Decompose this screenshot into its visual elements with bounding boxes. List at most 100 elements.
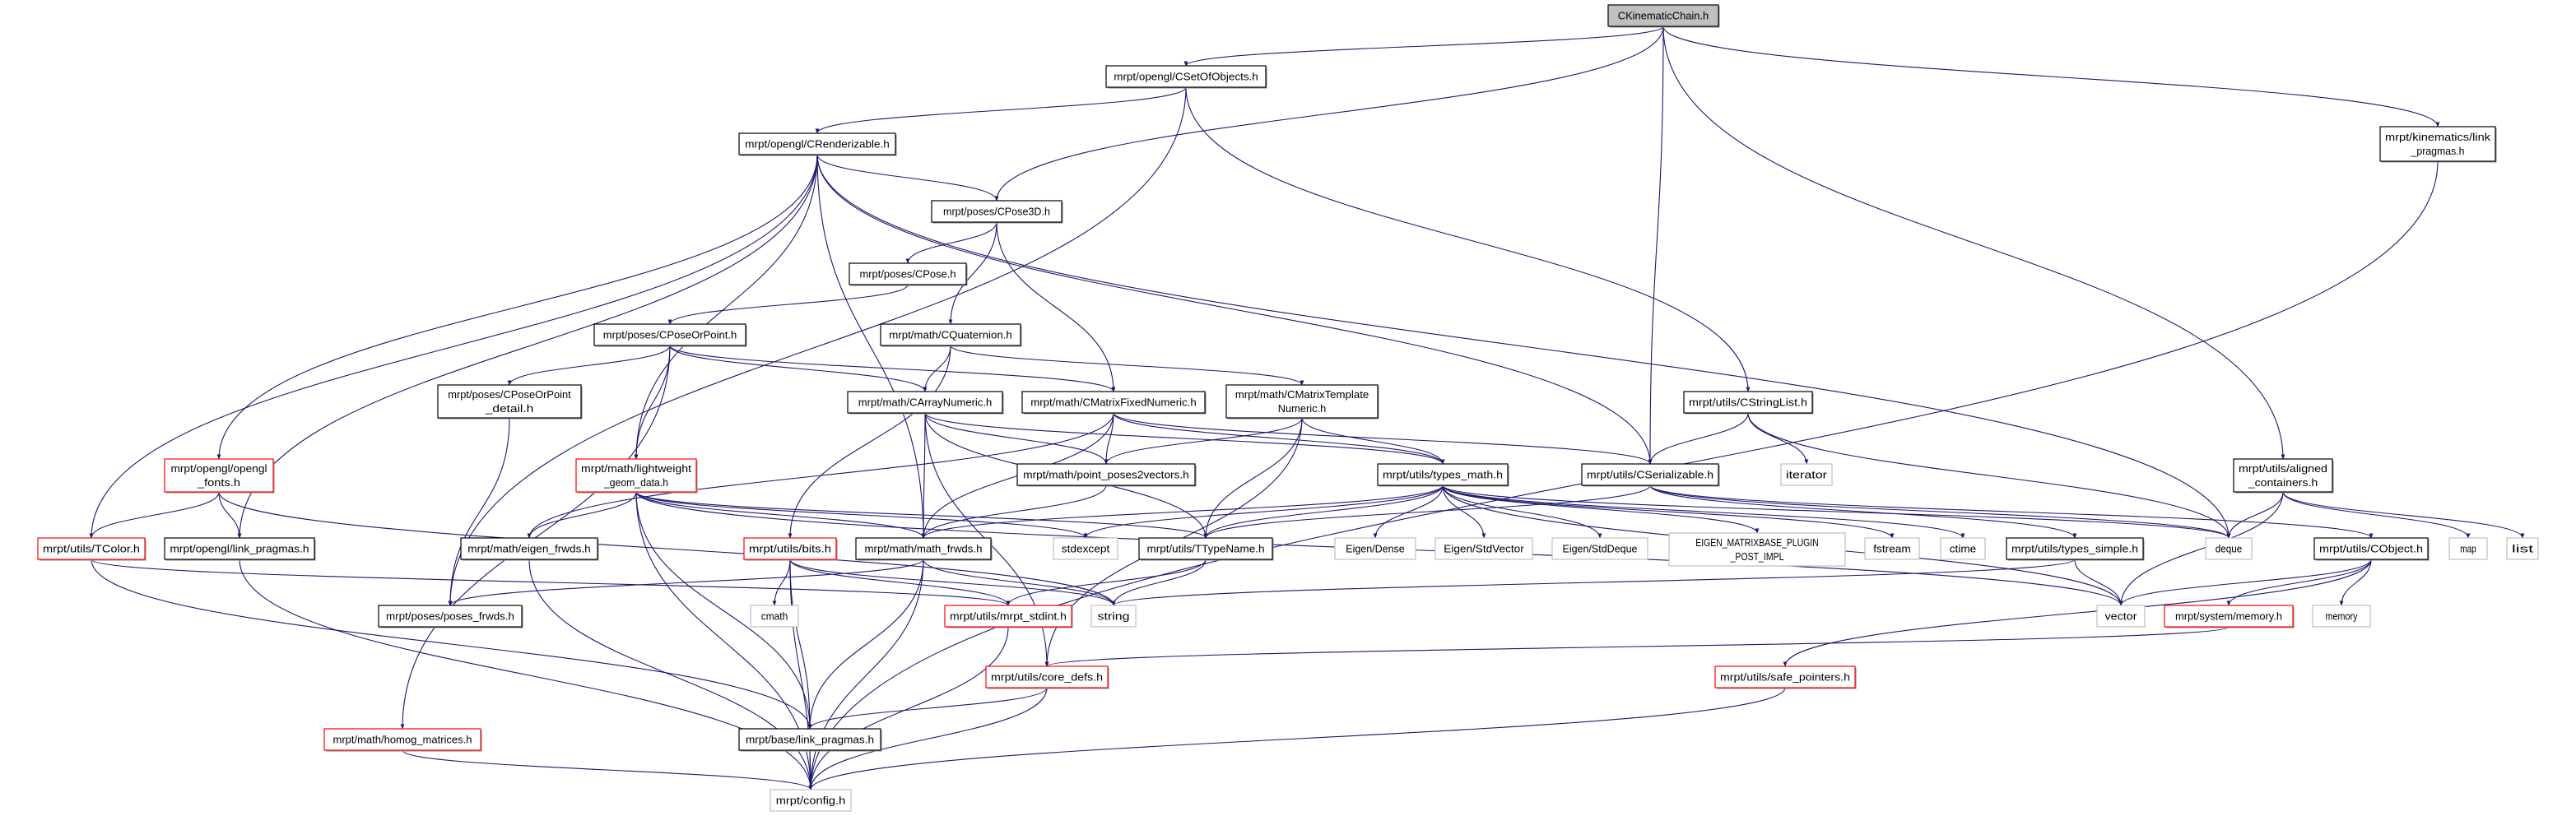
graph-node-types-simple[interactable]: mrpt/utils/types_simple.h — [2006, 537, 2145, 561]
node-label: _fonts.h — [197, 476, 240, 489]
node-label: list — [2512, 543, 2534, 555]
edge-root-to-cserializable — [1648, 26, 1664, 465]
graph-node-cobject[interactable]: mrpt/utils/CObject.h — [2313, 537, 2430, 561]
node-label: CKinematicChain.h — [1618, 10, 1709, 22]
graph-node-cserializable[interactable]: mrpt/utils/CSerializable.h — [1581, 463, 1720, 487]
graph-node-string[interactable]: string — [1090, 605, 1137, 628]
graph-node-map[interactable]: map — [2448, 537, 2488, 560]
edge-cpose-or-point-detail-to-poses-frwds — [448, 417, 510, 606]
edge-math-frwds-to-base-link — [807, 559, 924, 730]
graph-node-poses-frwds[interactable]: mrpt/poses/poses_frwds.h — [378, 605, 523, 628]
graph-node-cpose3d[interactable]: mrpt/poses/CPose3D.h — [931, 200, 1063, 224]
node-label: vector — [2105, 610, 2138, 623]
edge-types-math-to-deque — [1442, 484, 2231, 539]
node-label: mrpt/poses/CPoseOrPoint — [448, 388, 571, 401]
node-label: mrpt/math/point_poses2vectors.h — [1023, 469, 1189, 481]
graph-node-types-math[interactable]: mrpt/utils/types_math.h — [1377, 463, 1509, 487]
graph-node-vector[interactable]: vector — [2096, 605, 2146, 628]
node-box — [37, 537, 146, 560]
node-box — [1683, 391, 1813, 414]
edge-eigen-frwds-to-config — [528, 559, 813, 790]
edge-types-math-to-ttype-name — [1203, 484, 1444, 539]
graph-node-math-frwds[interactable]: mrpt/math/math_frwds.h — [855, 537, 993, 561]
graph-node-iterator[interactable]: iterator — [1780, 463, 1833, 486]
graph-node-fstream[interactable]: fstream — [1864, 537, 1920, 560]
edge-cmatrix-template-numeric-to-ttype-name — [1203, 417, 1303, 539]
graph-node-stdexcept[interactable]: stdexcept — [1053, 537, 1118, 560]
edge-homog-to-config — [402, 749, 813, 790]
graph-node-opengl-link[interactable]: mrpt/opengl/link_pragmas.h — [164, 537, 316, 561]
edge-core-defs-to-config — [808, 687, 1048, 790]
edge-cquaternion-to-cmatrix-template-numeric — [950, 345, 1304, 386]
edge-types-math-to-eigen-stddeque — [1442, 484, 1602, 539]
graph-node-aligned[interactable]: mrpt/utils/aligned_containers.h — [2233, 458, 2334, 494]
node-box — [738, 728, 881, 751]
node-box — [460, 537, 598, 560]
edge-crenderizable-to-lightweight — [634, 154, 818, 460]
graph-node-eigen-dense[interactable]: Eigen/Dense — [1334, 537, 1416, 560]
node-label: mrpt/math/CMatrixTemplate — [1235, 388, 1369, 401]
graph-node-list[interactable]: list — [2506, 537, 2539, 560]
edge-crenderizable-to-cpose3d — [816, 154, 999, 202]
node-label: Eigen/Dense — [1346, 543, 1405, 555]
edge-crenderizable-to-deque — [816, 154, 2231, 539]
node-label: memory — [2326, 610, 2359, 623]
graph-node-ctime[interactable]: ctime — [1940, 537, 1986, 560]
edge-cquaternion-to-carray-numeric — [923, 345, 951, 392]
graph-node-eigen-plugin[interactable]: EIGEN_MATRIXBASE_PLUGIN_POST_IMPL — [1668, 532, 1846, 567]
node-box — [1090, 605, 1137, 628]
node-box — [164, 458, 274, 493]
graph-node-tcolor[interactable]: mrpt/utils/TColor.h — [37, 537, 146, 561]
graph-node-core-defs[interactable]: mrpt/utils/core_defs.h — [985, 665, 1109, 689]
graph-node-mrpt-stdint[interactable]: mrpt/utils/mrpt_stdint.h — [944, 605, 1073, 628]
edge-root-to-cset-of-objects — [1183, 26, 1664, 67]
node-label: mrpt/kinematics/link — [2385, 131, 2491, 143]
node-label: fstream — [1873, 543, 1911, 555]
graph-node-lightweight[interactable]: mrpt/math/lightweight_geom_data.h — [575, 458, 698, 494]
graph-node-safe-pointers[interactable]: mrpt/utils/safe_pointers.h — [1714, 665, 1857, 689]
graph-node-cmath[interactable]: cmath — [750, 605, 799, 628]
graph-node-cpose[interactable]: mrpt/poses/CPose.h — [849, 262, 968, 286]
graph-node-bits[interactable]: mrpt/utils/bits.h — [743, 537, 838, 561]
node-label: mrpt/math/lightweight — [581, 462, 691, 475]
graph-node-config[interactable]: mrpt/config.h — [770, 789, 852, 812]
edge-bits-to-cmath — [772, 559, 791, 606]
edge-root-to-cpose3d — [994, 26, 1664, 202]
node-box — [770, 789, 852, 812]
graph-node-base-link[interactable]: mrpt/base/link_pragmas.h — [738, 728, 882, 752]
node-box — [2379, 126, 2496, 162]
graph-node-cmatrix-fixed-numeric[interactable]: mrpt/math/CMatrixFixedNumeric.h — [1021, 391, 1207, 415]
node-box — [2313, 537, 2429, 560]
graph-node-point-poses2vectors[interactable]: mrpt/math/point_poses2vectors.h — [1016, 463, 1197, 487]
graph-node-cset-of-objects[interactable]: mrpt/opengl/CSetOfObjects.h — [1105, 65, 1267, 89]
node-label: mrpt/utils/TTypeName.h — [1147, 543, 1265, 555]
graph-node-homog[interactable]: mrpt/math/homog_matrices.h — [323, 728, 482, 752]
edge-cset-of-objects-to-crenderizable — [815, 86, 1187, 134]
edge-cpose-or-point-to-carray-numeric — [669, 345, 928, 392]
edge-point-poses2vectors-to-math-frwds — [921, 484, 1107, 539]
graph-node-crenderizable[interactable]: mrpt/opengl/CRenderizable.h — [738, 132, 897, 156]
graph-node-opengl-fonts[interactable]: mrpt/opengl/opengl_fonts.h — [164, 458, 275, 494]
graph-node-kin-link[interactable]: mrpt/kinematics/link_pragmas.h — [2379, 126, 2497, 163]
edge-cpose-to-cpose-or-point — [667, 284, 909, 325]
edge-cquaternion-to-bits — [788, 345, 951, 539]
node-label: mrpt/utils/mrpt_stdint.h — [950, 610, 1067, 623]
graph-node-cquaternion[interactable]: mrpt/math/CQuaternion.h — [880, 323, 1022, 347]
graph-node-cstring-list[interactable]: mrpt/utils/CStringList.h — [1683, 391, 1814, 415]
graph-node-eigen-stdvector[interactable]: Eigen/StdVector — [1434, 537, 1533, 560]
graph-node-cpose-or-point[interactable]: mrpt/poses/CPoseOrPoint.h — [593, 323, 747, 347]
graph-node-eigen-stddeque[interactable]: Eigen/StdDeque — [1551, 537, 1648, 560]
graph-node-memory[interactable]: memory — [2312, 605, 2371, 628]
node-box — [743, 537, 837, 560]
graph-node-ttype-name[interactable]: mrpt/utils/TTypeName.h — [1138, 537, 1274, 561]
graph-node-system-memory[interactable]: mrpt/system/memory.h — [2164, 605, 2295, 628]
graph-node-carray-numeric[interactable]: mrpt/math/CArrayNumeric.h — [847, 391, 1004, 415]
graph-node-eigen-frwds[interactable]: mrpt/math/eigen_frwds.h — [460, 537, 599, 561]
graph-node-cpose-or-point-detail[interactable]: mrpt/poses/CPoseOrPoint_detail.h — [437, 384, 583, 420]
graph-node-deque[interactable]: deque — [2205, 537, 2253, 560]
node-box — [985, 665, 1109, 688]
node-label: mrpt/math/CQuaternion.h — [889, 329, 1012, 341]
edge-root-to-kin-link — [1662, 26, 2440, 128]
graph-node-root: CKinematicChain.h — [1607, 4, 1720, 28]
